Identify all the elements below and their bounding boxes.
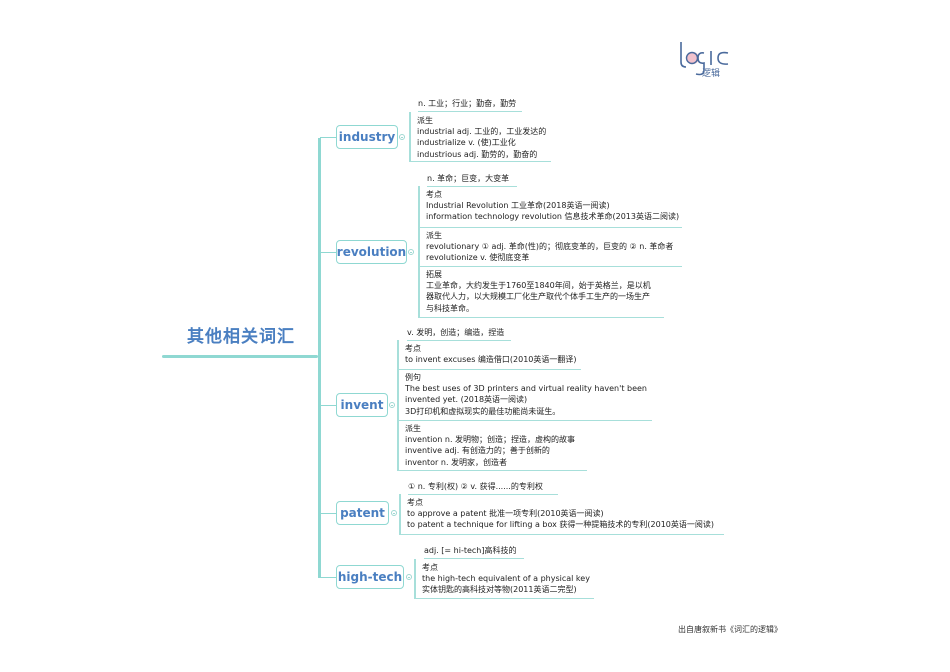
definition-text: v. 发明，创造；编造，捏造 [407,328,505,337]
group-revolution-derived: 派生 revolutionary ① adj. 革命(性)的；彻底变革的，巨变的… [418,230,682,267]
group-line: 3D打印机和虚拟现实的最佳功能尚未诞生。 [405,406,561,416]
group-line: inventive adj. 有创造力的；善于创新的 [405,446,550,456]
leaf-underline [397,419,652,421]
leaf-underline [399,533,724,535]
group-patent-exam: 考点 to approve a patent 批准一项专利(2010英语一阅读)… [399,497,724,535]
connector-revolution [320,252,336,253]
group-line: information technology revolution 信息技术革命… [426,212,680,222]
definition-invent: v. 发明，创造；编造，捏造 [407,327,511,341]
leaf-underline [418,316,664,318]
group-title: 例句 [405,373,421,382]
group-invent-exam: 考点 to invent excuses 编造借口(2010英语一翻译) [397,343,581,370]
leaf-underline [397,368,581,370]
leaf-underline [418,265,682,267]
root-underline [162,355,318,358]
group-revolution-exam: 考点 Industrial Revolution 工业革命(2018英语一阅读)… [418,189,682,228]
definition-text: ① n. 专利(权) ② v. 获得......的专利权 [408,482,543,491]
leaf-underline [427,185,517,187]
group-title: 派生 [426,231,442,240]
leaf-underline [409,160,551,162]
group-line: 器取代人力，以大规模工厂化生产取代个体手工生产的一场生产 [426,292,650,302]
collapse-toggle-icon[interactable] [391,510,397,516]
branch-node-invent[interactable]: invent [336,393,388,417]
group-title: 考点 [422,563,438,572]
group-line: industrial adj. 工业的，工业发达的 [417,127,547,137]
logo-mark-icon [680,42,729,76]
group-high-tech-exam: 考点 the high-tech equivalent of a physica… [414,562,594,599]
group-line: industrious adj. 勤劳的，勤奋的 [417,149,538,159]
branch-node-industry[interactable]: industry [336,125,398,149]
leaf-underline [408,493,558,495]
collapse-toggle-icon[interactable] [399,134,405,140]
leaf-bracket [409,112,411,162]
group-title: 派生 [417,116,433,125]
group-line: revolutionary ① adj. 革命(性)的；彻底变革的，巨变的 ② … [426,242,674,252]
definition-text: n. 革命；巨变，大变革 [427,174,510,183]
group-line: Industrial Revolution 工业革命(2018英语一阅读) [426,201,610,211]
leaf-underline [418,226,682,228]
spine-end [318,560,321,578]
group-line: 与科技革命。 [426,303,474,313]
definition-high-tech: adj. [= hi-tech]高科技的 [424,545,524,559]
group-invent-derived: 派生 invention n. 发明物；创造；捏造，虚构的故事 inventiv… [397,423,587,471]
group-title: 考点 [407,498,423,507]
group-line: 工业革命，大约发生于1760至1840年间，始于英格兰，是以机 [426,281,651,291]
connector-invent [320,405,336,406]
leaf-bracket [399,494,401,535]
connector-patent [320,513,336,514]
leaf-underline [407,339,511,341]
leaf-underline [424,557,524,559]
leaf-bracket [418,186,420,317]
group-revolution-extension: 拓展 工业革命，大约发生于1760至1840年间，始于英格兰，是以机 器取代人力… [418,269,664,318]
group-title: 考点 [426,190,442,199]
branch-node-revolution[interactable]: revolution [336,240,407,264]
collapse-toggle-icon[interactable] [406,574,412,580]
group-line: invented yet. (2018英语一阅读) [405,395,528,405]
group-line: industrialize v. (使)工业化 [417,138,516,148]
logo-subtitle: 逻辑 [702,69,721,79]
definition-text: adj. [= hi-tech]高科技的 [424,546,517,555]
group-line: to invent excuses 编造借口(2010英语一翻译) [405,355,577,365]
definition-revolution: n. 革命；巨变，大变革 [427,173,517,187]
group-title: 拓展 [426,270,442,279]
group-line: inventor n. 发明家，创造者 [405,457,508,467]
leaf-underline [418,110,522,112]
group-title: 派生 [405,424,421,433]
leaf-bracket [414,559,416,599]
group-industry-derived: 派生 industrial adj. 工业的，工业发达的 industriali… [409,115,551,162]
connector-high-tech [320,577,336,578]
group-line: The best uses of 3D printers and virtual… [405,384,647,394]
main-spine-line [318,138,321,578]
leaf-bracket [397,340,399,470]
group-invent-example: 例句 The best uses of 3D printers and virt… [397,372,652,421]
definition-text: n. 工业；行业；勤奋，勤劳 [418,99,517,108]
group-line: 实体钥匙的高科技对等物(2011英语二完型) [422,585,577,595]
collapse-toggle-icon[interactable] [408,249,414,255]
group-line: to patent a technique for lifting a box … [407,520,715,530]
definition-patent: ① n. 专利(权) ② v. 获得......的专利权 [408,481,558,495]
group-line: revolutionize v. 使彻底变革 [426,253,530,263]
source-caption: 出自唐叙新书《词汇的逻辑》 [678,625,782,634]
leaf-underline [397,469,587,471]
branch-node-patent[interactable]: patent [336,501,389,525]
group-line: the high-tech equivalent of a physical k… [422,574,590,584]
collapse-toggle-icon[interactable] [389,402,395,408]
group-title: 考点 [405,344,421,353]
leaf-underline [414,597,594,599]
connector-industry [320,137,336,138]
group-line: invention n. 发明物；创造；捏造，虚构的故事 [405,435,576,445]
group-line: to approve a patent 批准一项专利(2010英语一阅读) [407,509,604,519]
definition-industry: n. 工业；行业；勤奋，勤劳 [418,98,522,112]
root-topic[interactable]: 其他相关词汇 [187,327,295,347]
logic-logo: 逻辑 [678,40,748,80]
branch-node-high-tech[interactable]: high-tech [336,565,404,589]
